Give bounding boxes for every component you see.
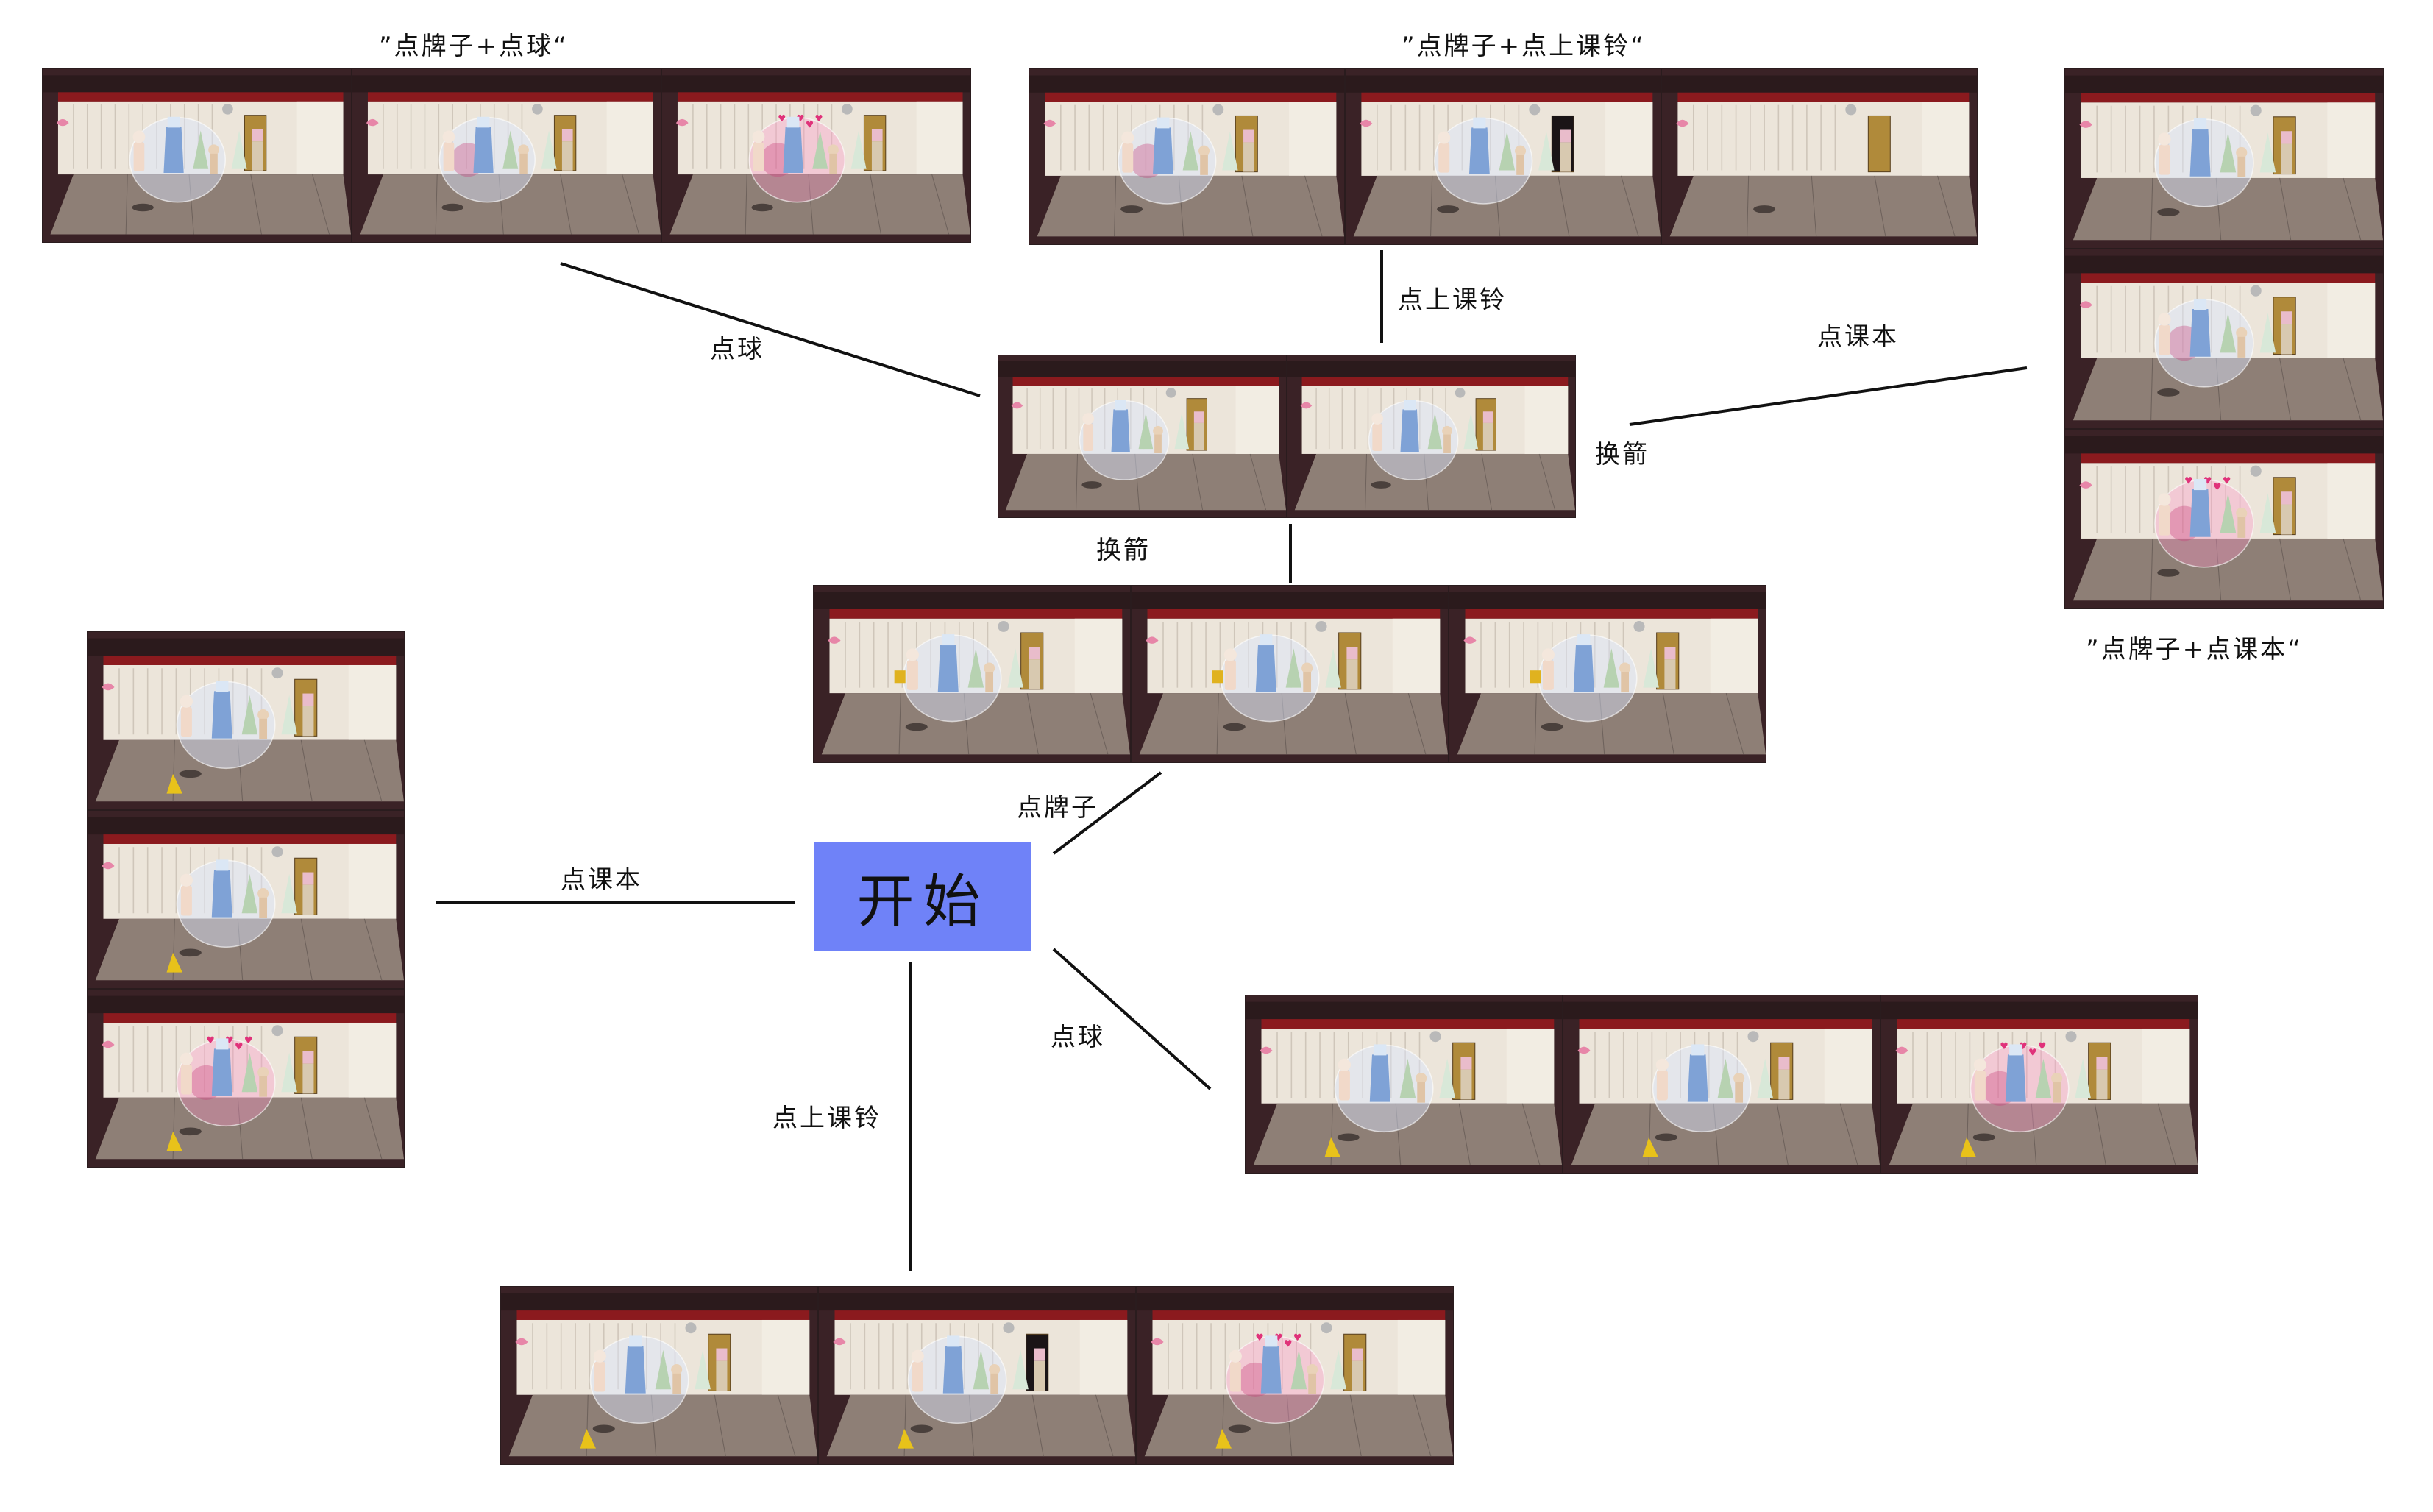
scene-panel [1661, 68, 1978, 245]
scene-illustration: ♥♥♥♥♥ [662, 69, 970, 242]
scene-panel [87, 810, 405, 989]
group-caption: ”点牌子+点上课铃“ [1402, 32, 1646, 61]
panel-strip [998, 355, 1576, 518]
svg-text:♥: ♥ [778, 113, 786, 124]
scene-panel [500, 1286, 818, 1465]
svg-text:♥: ♥ [1255, 1332, 1264, 1344]
scene-panel: ♥♥♥♥♥ [1880, 995, 2198, 1174]
svg-text:♥: ♥ [225, 1035, 234, 1046]
svg-text:♥: ♥ [2028, 1047, 2037, 1058]
scene-panel: ♥♥♥♥♥ [1136, 1286, 1454, 1465]
edge-line [1629, 366, 2028, 426]
scene-illustration [1346, 69, 1661, 244]
panel-strip: ♥♥♥♥♥ [1245, 995, 2198, 1174]
scene-panel [2064, 68, 2384, 249]
group-caption: ”点牌子+点球“ [379, 32, 569, 61]
panel-strip [1029, 68, 1978, 245]
panel-strip: ♥♥♥♥♥ [2064, 68, 2384, 609]
scene-illustration [814, 586, 1130, 762]
scene-panel [1029, 68, 1345, 245]
svg-text:♥: ♥ [2000, 1041, 2008, 1052]
svg-text:♥: ♥ [2184, 475, 2193, 486]
scene-panel [352, 68, 661, 243]
svg-text:♥: ♥ [796, 113, 804, 124]
scene-panel [87, 631, 405, 810]
scene-illustration [501, 1287, 817, 1464]
scene-illustration [1662, 69, 1977, 244]
scene-illustration [1246, 995, 1562, 1173]
scene-illustration [1563, 995, 1880, 1173]
scene-panel: ♥♥♥♥♥ [2064, 429, 2384, 609]
panel-strip: ♥♥♥♥♥ [87, 631, 405, 1168]
scene-illustration [819, 1287, 1135, 1464]
svg-text:♥: ♥ [235, 1041, 244, 1052]
scene-panel [1131, 585, 1449, 763]
scene-illustration [1287, 355, 1575, 517]
panel-strip: ♥♥♥♥♥ [42, 68, 971, 243]
edge-label: 点上课铃 [1398, 285, 1507, 315]
scene-panel: ♥♥♥♥♥ [87, 989, 405, 1168]
scene-panel [1449, 585, 1766, 763]
edge-line [560, 262, 981, 397]
scene-panel: ♥♥♥♥♥ [661, 68, 971, 243]
panel-strip: ♥♥♥♥♥ [500, 1286, 1454, 1465]
scene-illustration [88, 811, 404, 988]
scene-illustration [2065, 69, 2383, 248]
scene-panel [1245, 995, 1563, 1174]
svg-text:♥: ♥ [2038, 1041, 2047, 1052]
scene-illustration: ♥♥♥♥♥ [1137, 1287, 1453, 1464]
start-node[interactable]: 开始 [814, 842, 1031, 951]
svg-text:♥: ♥ [806, 118, 814, 129]
edge-label: 点牌子 [1017, 793, 1098, 823]
svg-text:♥: ♥ [2223, 475, 2231, 486]
svg-text:♥: ♥ [1284, 1338, 1293, 1349]
scene-illustration [88, 632, 404, 809]
scene-panel [2064, 249, 2384, 429]
scene-panel [1563, 995, 1880, 1174]
edge-label: 点课本 [561, 865, 642, 895]
svg-text:♥: ♥ [2203, 475, 2212, 486]
scene-illustration [2065, 249, 2383, 428]
svg-text:♥: ♥ [2019, 1041, 2028, 1052]
scene-panel [1345, 68, 1661, 245]
scene-illustration: ♥♥♥♥♥ [88, 990, 404, 1167]
svg-text:♥: ♥ [206, 1035, 215, 1046]
scene-panel [1287, 355, 1576, 518]
svg-text:♥: ♥ [1293, 1332, 1302, 1344]
scene-illustration [43, 69, 351, 242]
scene-illustration [1132, 586, 1448, 762]
svg-text:♥: ♥ [814, 113, 823, 124]
edge-label: 点课本 [1817, 322, 1899, 352]
scene-illustration [352, 69, 661, 242]
scene-illustration [998, 355, 1286, 517]
scene-illustration: ♥♥♥♥♥ [1881, 995, 2198, 1173]
edge-label: 点上课铃 [772, 1104, 881, 1133]
scene-illustration [1449, 586, 1766, 762]
scene-panel [998, 355, 1287, 518]
svg-text:♥: ♥ [244, 1035, 253, 1046]
edge-label: 点球 [1051, 1023, 1105, 1052]
edge-label: 点球 [710, 335, 764, 364]
edge-line [1052, 771, 1162, 855]
scene-panel [42, 68, 352, 243]
scene-illustration [1029, 69, 1344, 244]
scene-illustration: ♥♥♥♥♥ [2065, 430, 2383, 608]
svg-text:♥: ♥ [2213, 482, 2222, 493]
group-caption: ”点牌子+点课本“ [2086, 635, 2303, 664]
scene-panel [818, 1286, 1136, 1465]
panel-strip [813, 585, 1766, 763]
edge-line [1052, 948, 1212, 1090]
edge-label: 换箭 [1595, 440, 1649, 469]
svg-text:♥: ♥ [1274, 1332, 1283, 1344]
scene-panel [813, 585, 1131, 763]
edge-label: 换箭 [1096, 536, 1151, 565]
